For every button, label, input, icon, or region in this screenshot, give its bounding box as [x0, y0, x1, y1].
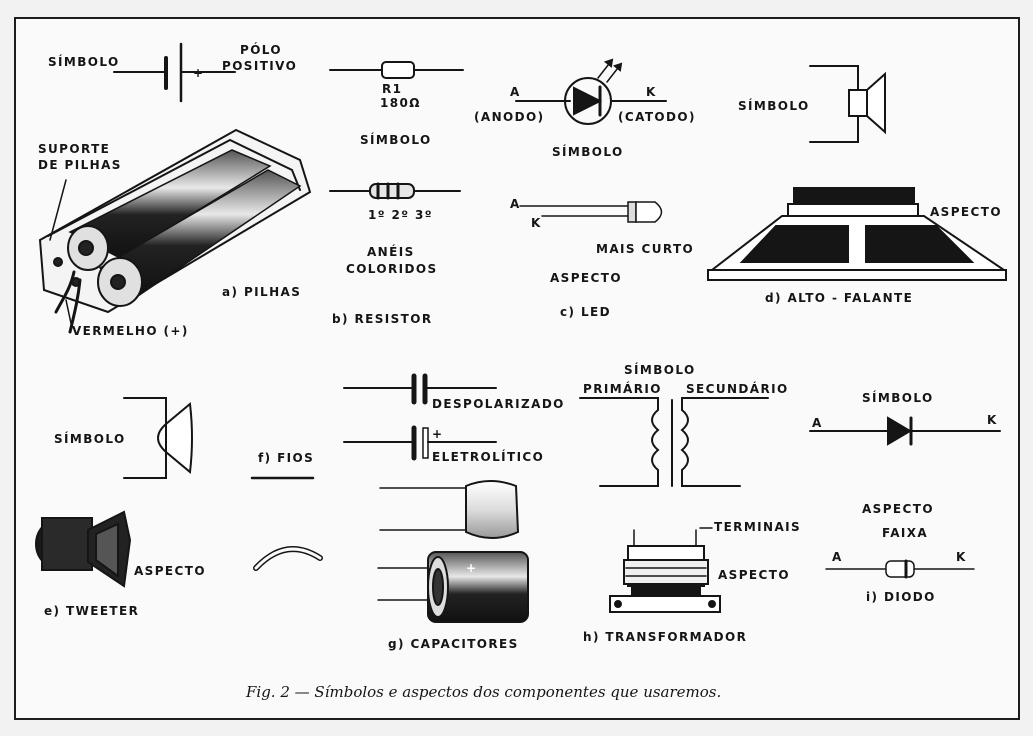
- diode-caption: i) DIODO: [866, 590, 936, 604]
- capacitor-aspect-plus: +: [466, 561, 478, 575]
- transformer-aspect-label: ASPECTO: [718, 568, 790, 582]
- electrolytic-plus-sign: +: [432, 427, 444, 441]
- battery-holder-label-2: DE PILHAS: [38, 158, 122, 172]
- transformer-symbol: [579, 397, 769, 487]
- positive-pole-label-2: POSITIVO: [222, 59, 298, 73]
- led-aspect-anode: A: [510, 197, 521, 211]
- capacitor-aspects: [377, 480, 529, 623]
- resistor-caption: b) RESISTOR: [332, 312, 433, 326]
- resistor-aspect: [329, 182, 461, 200]
- speaker-aspect: [707, 187, 1008, 281]
- transformer-aspect: [609, 527, 721, 613]
- led-aspect-label: ASPECTO: [550, 271, 622, 285]
- diode-aspect-anode: A: [832, 550, 843, 564]
- battery-holder-label-1: SUPORTE: [38, 142, 111, 156]
- capacitors-caption: g) CAPACITORES: [388, 637, 519, 651]
- diode-anode-letter: A: [812, 416, 823, 430]
- tweeter-symbol: [123, 397, 193, 479]
- tweeter-aspect-label: ASPECTO: [134, 564, 206, 578]
- diode-aspect-cathode: K: [956, 550, 967, 564]
- diode-aspect: [825, 559, 975, 579]
- led-cathode-letter: K: [646, 85, 657, 99]
- capacitor-symbols: [343, 373, 497, 461]
- diode-cathode-letter: K: [987, 413, 998, 427]
- secondary-winding-label: SECUNDÁRIO: [686, 382, 789, 396]
- resistor-ring-order: 1º 2º 3º: [368, 208, 433, 222]
- diode-symbol-label: SÍMBOLO: [862, 391, 934, 405]
- tweeter-caption: e) TWEETER: [44, 604, 140, 618]
- resistor-symbol-label: SÍMBOLO: [360, 133, 432, 147]
- speaker-caption: d) ALTO - FALANTE: [765, 291, 914, 305]
- figure-caption: Fig. 2 — Símbolos e aspectos dos compone…: [246, 683, 722, 701]
- transformer-symbol-label: SÍMBOLO: [624, 363, 696, 377]
- diode-band-label: FAIXA: [882, 526, 929, 540]
- wires-caption: f) FIOS: [258, 451, 315, 465]
- battery-symbol: [113, 42, 236, 103]
- led-anode-label: (ANODO): [474, 110, 545, 124]
- tweeter-symbol-label: SÍMBOLO: [54, 432, 126, 446]
- battery-symbol-label: SÍMBOLO: [48, 55, 120, 69]
- colored-rings-label-1: ANÉIS: [367, 245, 415, 259]
- led-aspect-cathode: K: [531, 216, 542, 230]
- speaker-aspect-label: ASPECTO: [930, 205, 1002, 219]
- red-wire-label: VERMELHO (+): [72, 324, 189, 338]
- led-aspect: [519, 201, 663, 223]
- battery-caption: a) PILHAS: [222, 285, 302, 299]
- resistor-value: 180Ω: [380, 96, 421, 110]
- tweeter-aspect: [35, 510, 132, 588]
- electrolytic-capacitor-label: ELETROLÍTICO: [432, 450, 545, 464]
- shorter-lead-label: MAIS CURTO: [596, 242, 695, 256]
- positive-pole-label-1: PÓLO: [240, 43, 283, 57]
- battery-holder-drawing: [38, 128, 312, 334]
- led-symbol: [515, 58, 667, 125]
- speaker-symbol-label: SÍMBOLO: [738, 99, 810, 113]
- led-anode-letter: A: [510, 85, 521, 99]
- terminals-label: TERMINAIS: [714, 520, 802, 534]
- primary-winding-label: PRIMÁRIO: [583, 382, 662, 396]
- transformer-caption: h) TRANSFORMADOR: [583, 630, 748, 644]
- diode-symbol: [809, 416, 1001, 446]
- diode-aspect-label: ASPECTO: [862, 502, 934, 516]
- led-cathode-label: (CATODO): [618, 110, 696, 124]
- nonpolar-capacitor-label: DESPOLARIZADO: [432, 397, 565, 411]
- led-caption: c) LED: [560, 305, 611, 319]
- wires-drawing: [250, 476, 323, 571]
- resistor-ref: R1: [382, 82, 403, 96]
- speaker-symbol: [809, 65, 886, 143]
- colored-rings-label-2: COLORIDOS: [346, 262, 438, 276]
- led-symbol-label: SÍMBOLO: [552, 145, 624, 159]
- resistor-symbol: [329, 61, 464, 79]
- battery-plus-sign: +: [193, 66, 205, 80]
